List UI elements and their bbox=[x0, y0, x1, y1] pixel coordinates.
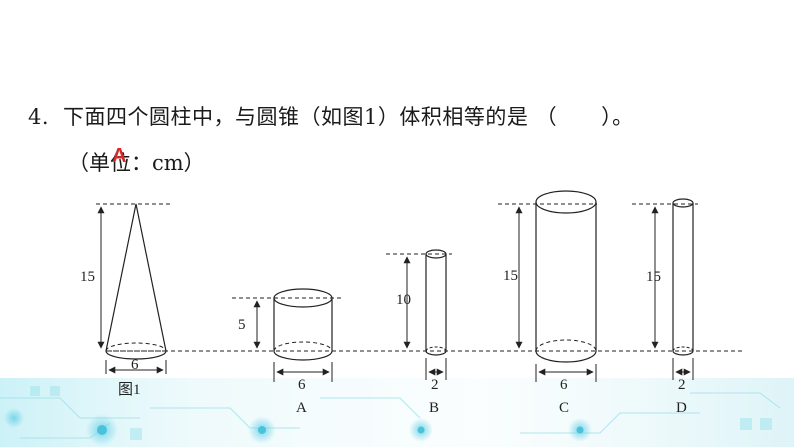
cylinder-b-label: B bbox=[429, 400, 439, 416]
cylinder-c-diameter-label: 6 bbox=[560, 377, 568, 393]
cylinder-a-height-label: 5 bbox=[238, 317, 246, 333]
answer-mark: A bbox=[112, 145, 127, 167]
cylinder-d: 15 2 D bbox=[632, 198, 698, 416]
answer-paren-open: （ bbox=[535, 105, 558, 129]
cylinder-d-height-label: 15 bbox=[646, 269, 661, 285]
question-end-punct: 。 bbox=[612, 105, 634, 129]
question-number: 4. bbox=[28, 105, 50, 129]
cone-caption: 图1 bbox=[118, 381, 141, 398]
cylinder-a-label: A bbox=[296, 400, 307, 416]
cylinder-b-diameter-label: 2 bbox=[431, 377, 439, 393]
cylinder-d-diameter-label: 2 bbox=[678, 377, 686, 393]
answer-paren-close: ） bbox=[601, 105, 613, 129]
question-text: 4. 下面四个圆柱中，与圆锥（如图1）体积相等的是 （ ）。 bbox=[28, 101, 634, 131]
cylinder-c-height-label: 15 bbox=[503, 268, 518, 284]
decorative-circuit-background bbox=[0, 378, 794, 447]
cylinder-c-label: C bbox=[559, 400, 569, 416]
cylinder-c: 15 6 C bbox=[498, 190, 597, 416]
cylinder-a-diameter-label: 6 bbox=[298, 377, 306, 393]
cylinder-d-label: D bbox=[676, 400, 687, 416]
question-stem: 下面四个圆柱中，与圆锥（如图1）体积相等的是 bbox=[63, 105, 529, 129]
cylinder-a: 5 6 A bbox=[232, 288, 342, 416]
cylinder-b: 10 2 B bbox=[386, 249, 452, 416]
cylinder-b-height-label: 10 bbox=[396, 292, 411, 308]
cone-height-label: 15 bbox=[80, 269, 95, 285]
cone-diameter-label: 6 bbox=[131, 357, 139, 373]
cone: 15 6 图1 bbox=[80, 203, 170, 398]
unit-note: （单位：cm） bbox=[68, 151, 205, 175]
